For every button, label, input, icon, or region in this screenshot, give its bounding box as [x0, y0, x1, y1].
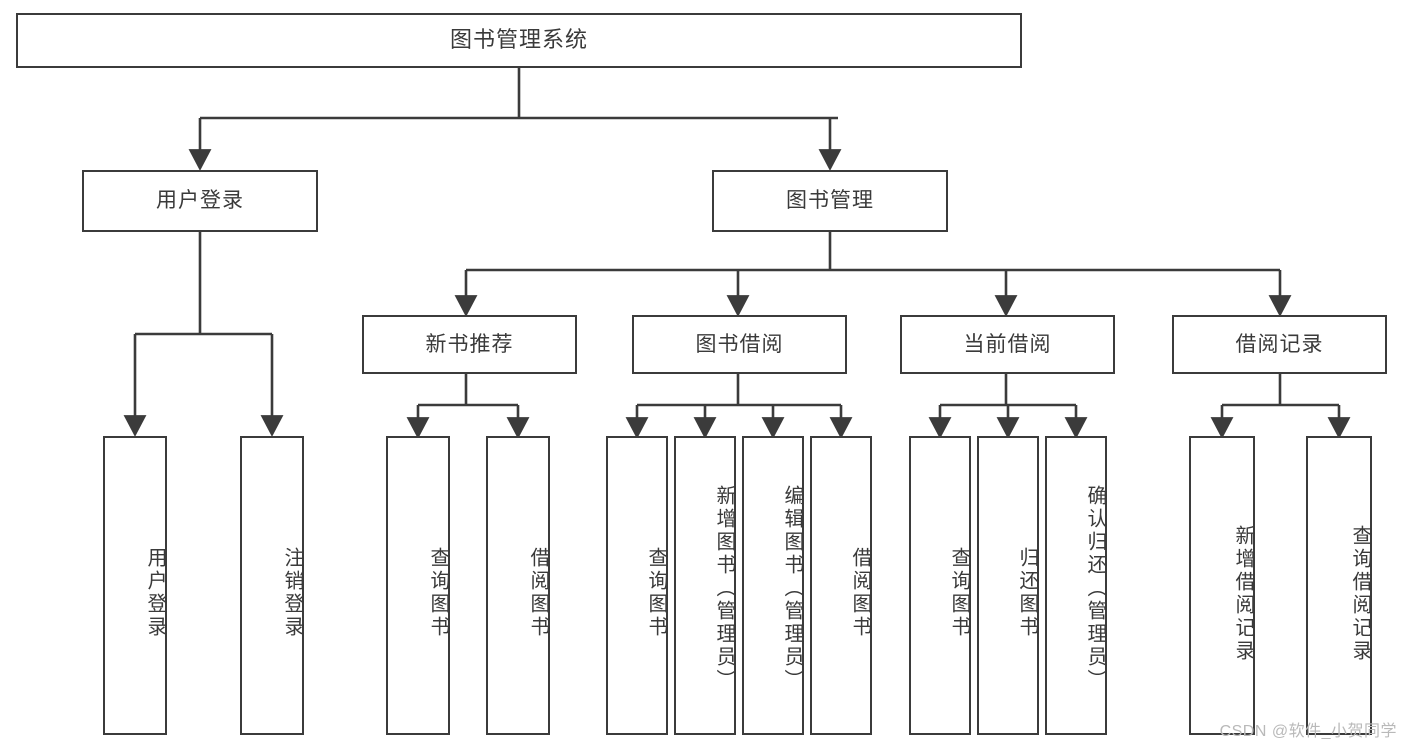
- node-leaf-borrow-add-book-label: 新增图书（管理员）: [713, 485, 735, 692]
- node-user-login-label: 用户登录: [156, 189, 244, 213]
- node-leaf-user-logout[interactable]: 注销登录: [240, 436, 304, 735]
- node-leaf-record-add-label: 新增借阅记录: [1232, 524, 1254, 663]
- node-leaf-current-confirm-return[interactable]: 确认归还（管理员）: [1045, 436, 1107, 735]
- node-leaf-user-logout-label: 注销登录: [281, 546, 303, 639]
- node-new-book-rec-label: 新书推荐: [425, 332, 514, 356]
- node-borrow-record-label: 借阅记录: [1235, 332, 1324, 356]
- node-leaf-rec-borrow-book-label: 借阅图书: [527, 546, 549, 639]
- node-leaf-borrow-borrow-book[interactable]: 借阅图书: [810, 436, 872, 735]
- node-current-borrow-label: 当前借阅: [963, 332, 1052, 356]
- node-new-book-rec[interactable]: 新书推荐: [362, 315, 577, 374]
- node-leaf-rec-borrow-book[interactable]: 借阅图书: [486, 436, 550, 735]
- node-leaf-rec-query-book-label: 查询图书: [427, 546, 449, 639]
- node-leaf-user-login[interactable]: 用户登录: [103, 436, 167, 735]
- node-root-label: 图书管理系统: [449, 27, 588, 53]
- node-book-borrow-label: 图书借阅: [695, 332, 784, 356]
- node-leaf-borrow-query-book[interactable]: 查询图书: [606, 436, 668, 735]
- node-leaf-borrow-edit-book[interactable]: 编辑图书（管理员）: [742, 436, 804, 735]
- node-leaf-current-return-book-label: 归还图书: [1016, 546, 1038, 639]
- node-leaf-user-login-label: 用户登录: [144, 546, 166, 639]
- node-leaf-current-query-book[interactable]: 查询图书: [909, 436, 971, 735]
- node-leaf-borrow-borrow-book-label: 借阅图书: [849, 546, 871, 639]
- node-leaf-current-return-book[interactable]: 归还图书: [977, 436, 1039, 735]
- node-leaf-current-confirm-return-label: 确认归还（管理员）: [1084, 485, 1106, 692]
- watermark: CSDN @软件_小贺同学: [1219, 723, 1397, 740]
- node-leaf-borrow-query-book-label: 查询图书: [645, 546, 667, 639]
- node-root[interactable]: 图书管理系统: [16, 13, 1022, 68]
- node-book-manage[interactable]: 图书管理: [712, 170, 948, 232]
- node-borrow-record[interactable]: 借阅记录: [1172, 315, 1387, 374]
- node-leaf-borrow-edit-book-label: 编辑图书（管理员）: [781, 485, 803, 692]
- node-book-borrow[interactable]: 图书借阅: [632, 315, 847, 374]
- node-leaf-rec-query-book[interactable]: 查询图书: [386, 436, 450, 735]
- node-leaf-current-query-book-label: 查询图书: [948, 546, 970, 639]
- node-leaf-borrow-add-book[interactable]: 新增图书（管理员）: [674, 436, 736, 735]
- node-leaf-record-query[interactable]: 查询借阅记录: [1306, 436, 1372, 735]
- node-leaf-record-query-label: 查询借阅记录: [1349, 524, 1371, 663]
- node-current-borrow[interactable]: 当前借阅: [900, 315, 1115, 374]
- node-book-manage-label: 图书管理: [786, 189, 874, 213]
- node-leaf-record-add[interactable]: 新增借阅记录: [1189, 436, 1255, 735]
- node-user-login[interactable]: 用户登录: [82, 170, 318, 232]
